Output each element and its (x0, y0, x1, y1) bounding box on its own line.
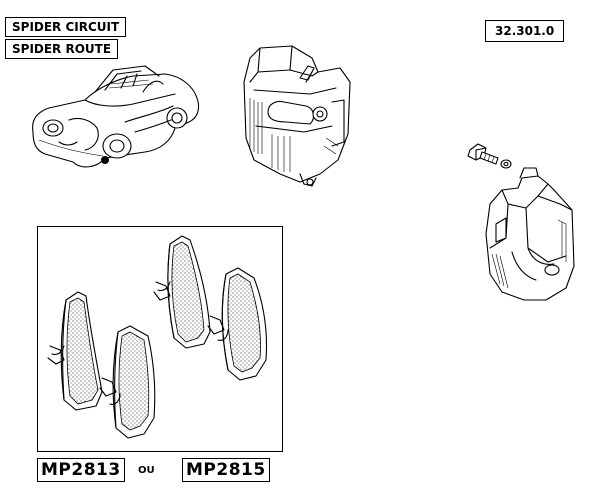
model-label-circuit: SPIDER CIRCUIT (5, 17, 127, 37)
model-label-route: SPIDER ROUTE (5, 39, 119, 59)
part-number-mp2813: MP2813 (37, 458, 125, 482)
reference-number: 32.301.0 (485, 20, 565, 42)
brake-pads-frame (37, 226, 283, 452)
separator-ou: OU (138, 465, 155, 476)
car-icon (32, 65, 200, 168)
part-number-mp2815: MP2815 (182, 458, 270, 482)
caliper-left-icon (243, 45, 351, 187)
caliper-right-icon (467, 143, 575, 301)
brake-pads-icon (47, 235, 268, 439)
